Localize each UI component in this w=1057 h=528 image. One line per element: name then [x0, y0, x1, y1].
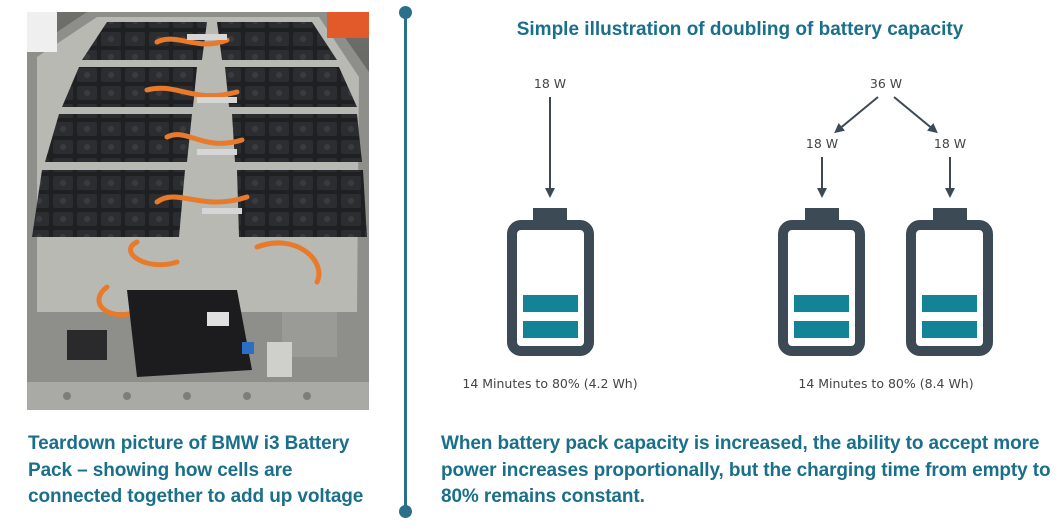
- branch-left-arrow: [834, 96, 879, 134]
- branch-right-arrow: [893, 96, 938, 134]
- double-caption: 14 Minutes to 80% (8.4 Wh): [798, 376, 973, 391]
- right-battery-icon: [906, 208, 993, 356]
- photo-caption: Teardown picture of BMW i3 Battery Pack …: [28, 433, 364, 507]
- diagram-title: Simple illustration of doubling of batte…: [516, 19, 964, 40]
- single-battery-icon: [507, 208, 594, 356]
- capacity-diagram: 18 W 14 Minutes to 80% (4.2 Wh) 36 W 18 …: [462, 76, 993, 391]
- divider-top-dot: [399, 6, 412, 19]
- single-caption: 14 Minutes to 80% (4.2 Wh): [462, 376, 637, 391]
- total-power-label: 36 W: [870, 76, 902, 91]
- single-battery-bar-2: [523, 321, 578, 338]
- vertical-divider: [404, 11, 407, 511]
- single-battery-bar-1: [523, 295, 578, 312]
- diagram-caption: When battery pack capacity is increased,…: [441, 433, 1051, 507]
- left-battery-icon: [778, 208, 865, 356]
- battery-pack-photo: [27, 12, 369, 410]
- single-battery-body: [507, 220, 594, 356]
- divider-bottom-dot: [399, 505, 412, 518]
- branch-right-label: 18 W: [934, 136, 966, 151]
- branch-left-label: 18 W: [806, 136, 838, 151]
- single-power-label: 18 W: [534, 76, 566, 91]
